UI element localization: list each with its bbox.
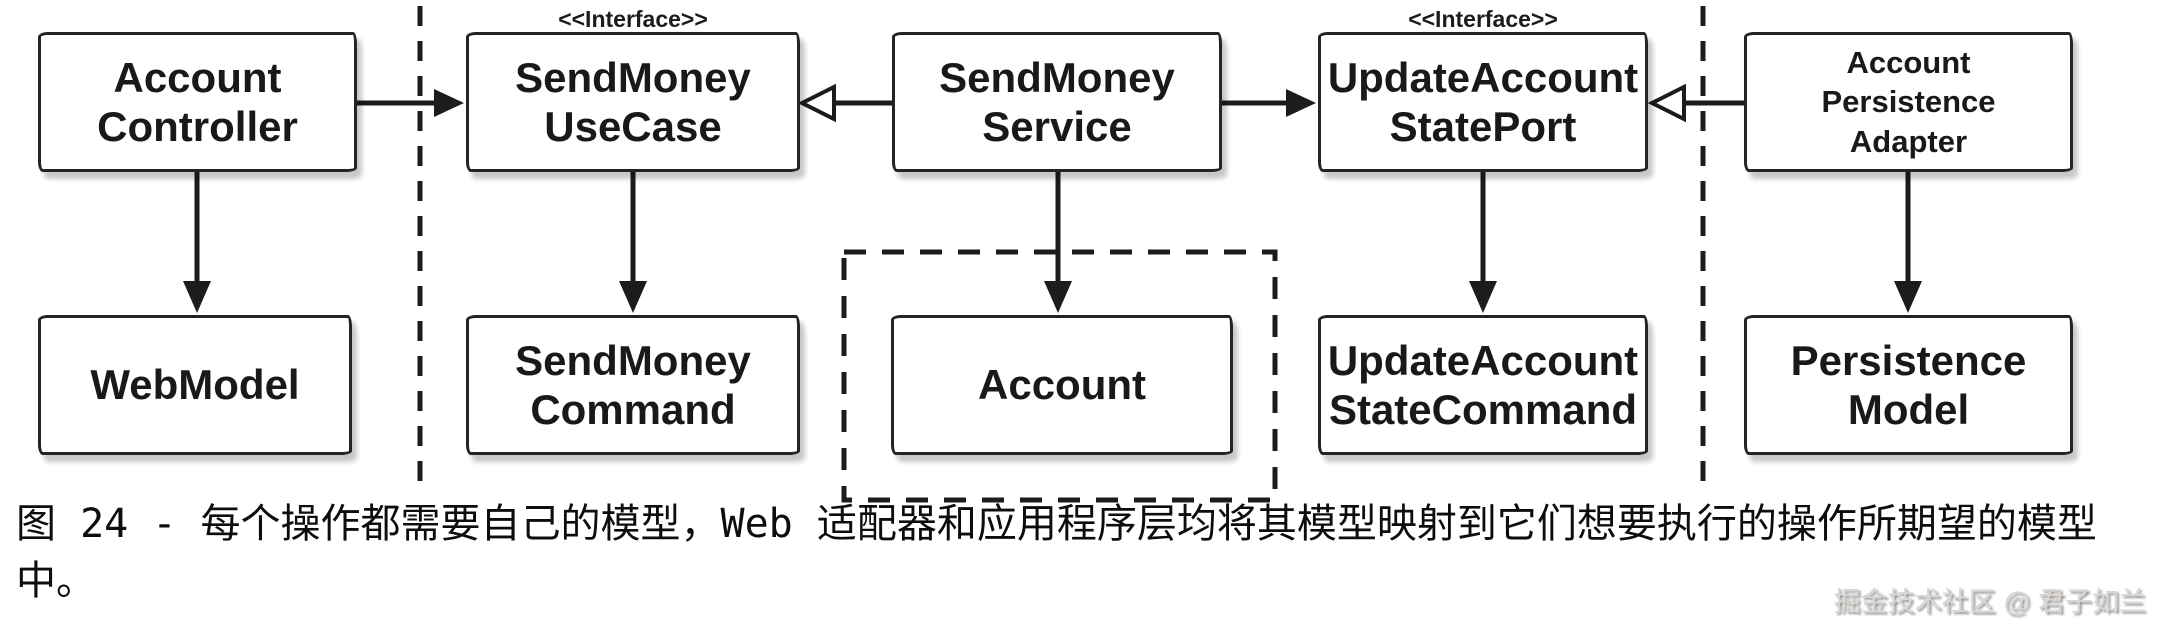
arrow-stateport-to-statecommand [1469,169,1497,313]
node-persistence-model: Persistence Model [1744,315,2073,455]
node-account-persistence-adapter: Account Persistence Adapter [1744,32,2073,172]
node-update-account-state-command: UpdateAccount StateCommand [1318,315,1648,455]
interface-stereotype-label: <<Interface>> [558,6,708,32]
node-send-money-use-case: <<Interface>> SendMoney UseCase [466,8,800,172]
node-send-money-service: SendMoney Service [892,32,1222,172]
node-label: Account Persistence Adapter [1821,44,1996,159]
node-web-model: WebModel [38,315,352,455]
arrow-service-to-stateport [1222,89,1316,117]
node-account-controller: Account Controller [38,32,357,172]
node-label: Account Controller [97,53,298,150]
domain-boundary-dashed-box [841,249,1278,503]
node-label: SendMoney UseCase [515,53,751,150]
figure-caption: 图 24 - 每个操作都需要自己的模型，Web 适配器和应用程序层均将其模型映射… [16,501,2097,604]
node-account: Account [891,315,1233,455]
node-label: UpdateAccount StatePort [1327,53,1639,150]
arrow-controller-to-usecase [357,89,464,117]
arrow-service-to-account [1044,169,1072,313]
node-send-money-command: SendMoney Command [466,315,800,455]
node-label: Persistence Model [1790,336,2027,433]
arrow-service-to-usecase [797,83,892,123]
node-label: UpdateAccount StateCommand [1327,336,1639,433]
node-label: SendMoney Command [515,336,751,433]
watermark-text: 掘金技术社区 @ 君子如兰 [1833,587,2146,617]
node-label: SendMoney Service [939,53,1175,150]
node-update-account-state-port: <<Interface>> UpdateAccount StatePort [1318,8,1648,172]
arrow-adapter-to-stateport [1647,83,1744,123]
interface-stereotype-label: <<Interface>> [1408,6,1558,32]
arrow-adapter-to-persistencemodel [1894,169,1922,313]
node-label: Account [978,361,1146,409]
arrow-controller-to-webmodel [183,169,211,313]
node-label: WebModel [90,361,300,409]
arrow-usecase-to-command [619,169,647,313]
